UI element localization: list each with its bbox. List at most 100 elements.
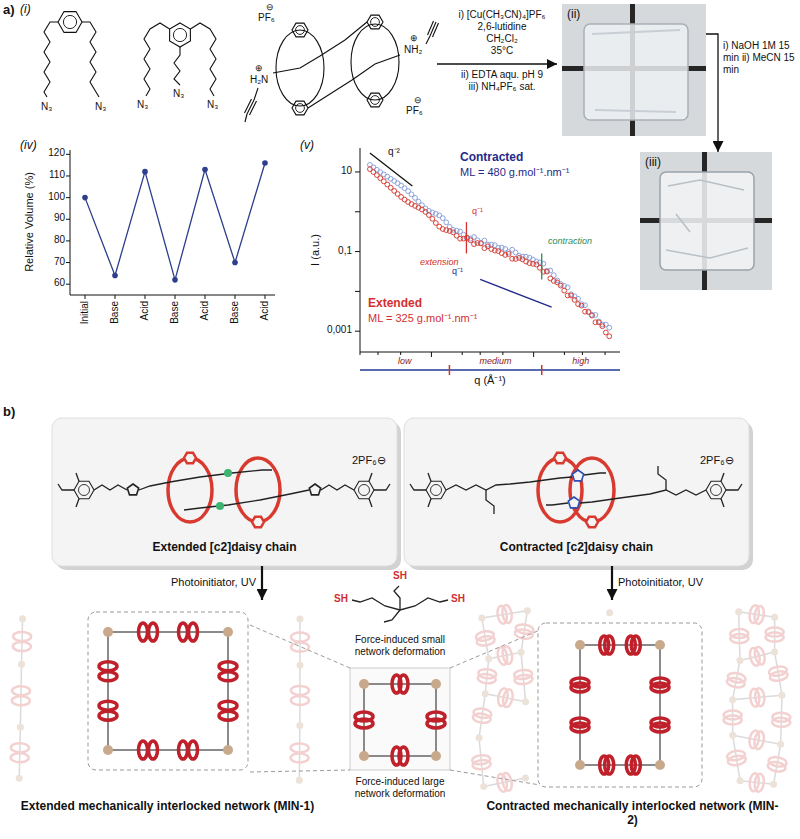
volume-chart	[115, 295, 116, 299]
tick-label: Base	[169, 301, 181, 324]
ring-pair	[651, 718, 669, 732]
ring-pair	[99, 662, 117, 681]
ring-pair	[13, 642, 31, 651]
ring-pair	[730, 634, 748, 643]
reaction-condition: iii) NH₄PF₆ sat.	[468, 81, 535, 93]
ring-pair	[477, 668, 496, 684]
tick-label: 0,1	[338, 245, 352, 257]
tick-label: Initial	[79, 301, 91, 324]
counter-ion: 2PF₆⊖	[352, 454, 386, 467]
tick-label: 70	[54, 256, 65, 268]
extended-series	[430, 216, 435, 221]
network-background	[16, 775, 23, 782]
aromatic-ring	[359, 485, 370, 496]
aromatic-ring	[74, 481, 94, 498]
contracted-daisy-chain-drawing	[546, 503, 568, 505]
ring-pair	[219, 662, 237, 681]
ring-pair	[501, 645, 513, 664]
volume-chart	[232, 260, 238, 266]
extended-series	[600, 324, 605, 329]
ring-pair	[726, 672, 746, 689]
ring-pair	[496, 772, 513, 792]
network-background	[739, 612, 775, 618]
ring-pair	[724, 715, 742, 724]
daisy-chain-structure	[426, 36, 430, 44]
ring-pair	[219, 672, 237, 681]
thiol-crosslinker	[352, 586, 448, 622]
extended-series	[562, 288, 567, 293]
leader-line	[450, 630, 540, 668]
ring-pair	[12, 696, 30, 705]
contraction-mark	[541, 253, 542, 279]
ring-pair	[179, 741, 198, 759]
extended-series	[558, 283, 563, 288]
azide-linker-structure	[44, 22, 99, 97]
contracted-daisy-chain-drawing	[658, 466, 666, 490]
extended-daisy-chain-drawing	[236, 458, 280, 522]
panel-letter: b)	[3, 404, 15, 420]
ring-pair	[753, 731, 765, 750]
tick-label: 10	[341, 165, 352, 177]
reaction-arrow	[706, 34, 718, 152]
contracted-daisy-chain-drawing	[404, 418, 753, 570]
series-annotation: ML = 325 g.mol⁻¹.nm⁻¹	[368, 312, 477, 325]
contracted-daisy-chain-drawing	[428, 473, 431, 481]
aromatic-ring	[296, 26, 305, 35]
photo-panel: (iii)	[640, 152, 772, 290]
network-background	[18, 661, 25, 668]
panel-number: (iii)	[645, 155, 661, 169]
ring-pair	[571, 678, 589, 687]
volume-chart	[142, 169, 148, 175]
tick-label: Base	[229, 301, 241, 324]
ring-pair	[767, 761, 786, 773]
scattering-chart	[355, 251, 360, 252]
network-background	[777, 741, 784, 748]
tick-label: Acid	[259, 301, 271, 320]
change-label: extension	[420, 257, 459, 268]
tick-label: 80	[54, 234, 65, 246]
contracted-series	[444, 220, 449, 225]
network-background	[476, 734, 483, 741]
ring-pair	[179, 741, 188, 759]
ring-pair	[605, 636, 614, 654]
network-loop	[355, 675, 445, 765]
ring-pair	[749, 773, 765, 792]
ring-pair	[219, 662, 237, 671]
ring-pair	[291, 643, 309, 652]
tris-azide-structure	[144, 23, 170, 96]
daisy-chain-structure	[245, 99, 252, 113]
aromatic-ring	[170, 23, 191, 47]
slope-line	[370, 153, 412, 186]
ring-pair	[13, 632, 31, 651]
molecule-box: Contracted [c2]daisy chain2PF₆⊖	[404, 418, 749, 566]
contracted-daisy-chain-drawing	[428, 499, 431, 507]
ring-pair	[13, 632, 31, 641]
change-label: contraction	[548, 236, 592, 247]
network-background	[485, 655, 492, 662]
ring-pair	[496, 645, 513, 665]
azide-group: N₃	[137, 99, 148, 111]
scattering-chart	[360, 352, 361, 355]
ring-pair	[571, 678, 589, 692]
scattering-chart	[533, 352, 534, 357]
daisy-chain-structure	[433, 23, 439, 37]
ring-pair	[754, 688, 765, 707]
extended-series	[607, 334, 612, 339]
extended-daisy-chain-drawing	[369, 473, 372, 481]
reaction-condition: i) NaOH 1M 15 min ii) MeCN 15 min	[723, 40, 798, 76]
thiol-crosslinker	[352, 598, 400, 610]
callout-text: Force-induced large network deformation	[340, 776, 460, 800]
ring-pair	[753, 605, 765, 624]
network-background	[522, 698, 529, 705]
network-loop	[223, 627, 233, 637]
extension-mark	[466, 222, 467, 253]
ring-pair	[99, 701, 117, 710]
ring-pair	[392, 675, 408, 693]
gel-photo	[592, 30, 680, 112]
network-background	[729, 696, 736, 703]
network-background	[479, 694, 485, 738]
ring-pair	[730, 629, 748, 643]
ring-pair	[99, 672, 117, 681]
network-loop	[580, 645, 660, 765]
ring-pair	[626, 756, 640, 774]
